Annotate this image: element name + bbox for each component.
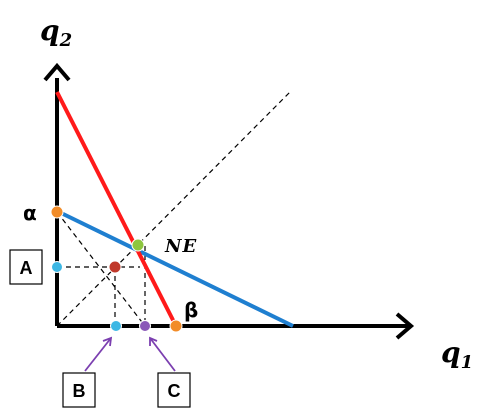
c-point [139,320,151,332]
red-reaction-line [55,91,178,327]
box-c [157,372,191,408]
beta-point [169,319,183,333]
box-a [9,249,43,285]
box-b-label: B [73,381,86,401]
y-axis-label: q2 [40,14,72,51]
alpha-label: α [23,201,37,225]
alpha-point [50,205,64,219]
dashed-alpha-to-c [56,211,146,327]
diagonal-45-line [56,91,291,327]
arrow-c-to-point [149,336,176,372]
box-a-label: A [20,258,33,278]
x-axis-arrowhead [395,312,415,340]
box-b [62,372,96,408]
y-axis-arrowhead [43,62,71,82]
midpoint-point [108,260,122,274]
beta-label: β [184,298,198,322]
x-axis-label: q1 [441,336,473,373]
a-point [51,261,63,273]
box-c-label: C [168,381,181,401]
blue-reaction-line [56,209,294,328]
ne-point [131,238,145,252]
ne-label: NE [164,236,197,257]
b-point [110,320,122,332]
arrow-b-to-point [84,336,113,372]
